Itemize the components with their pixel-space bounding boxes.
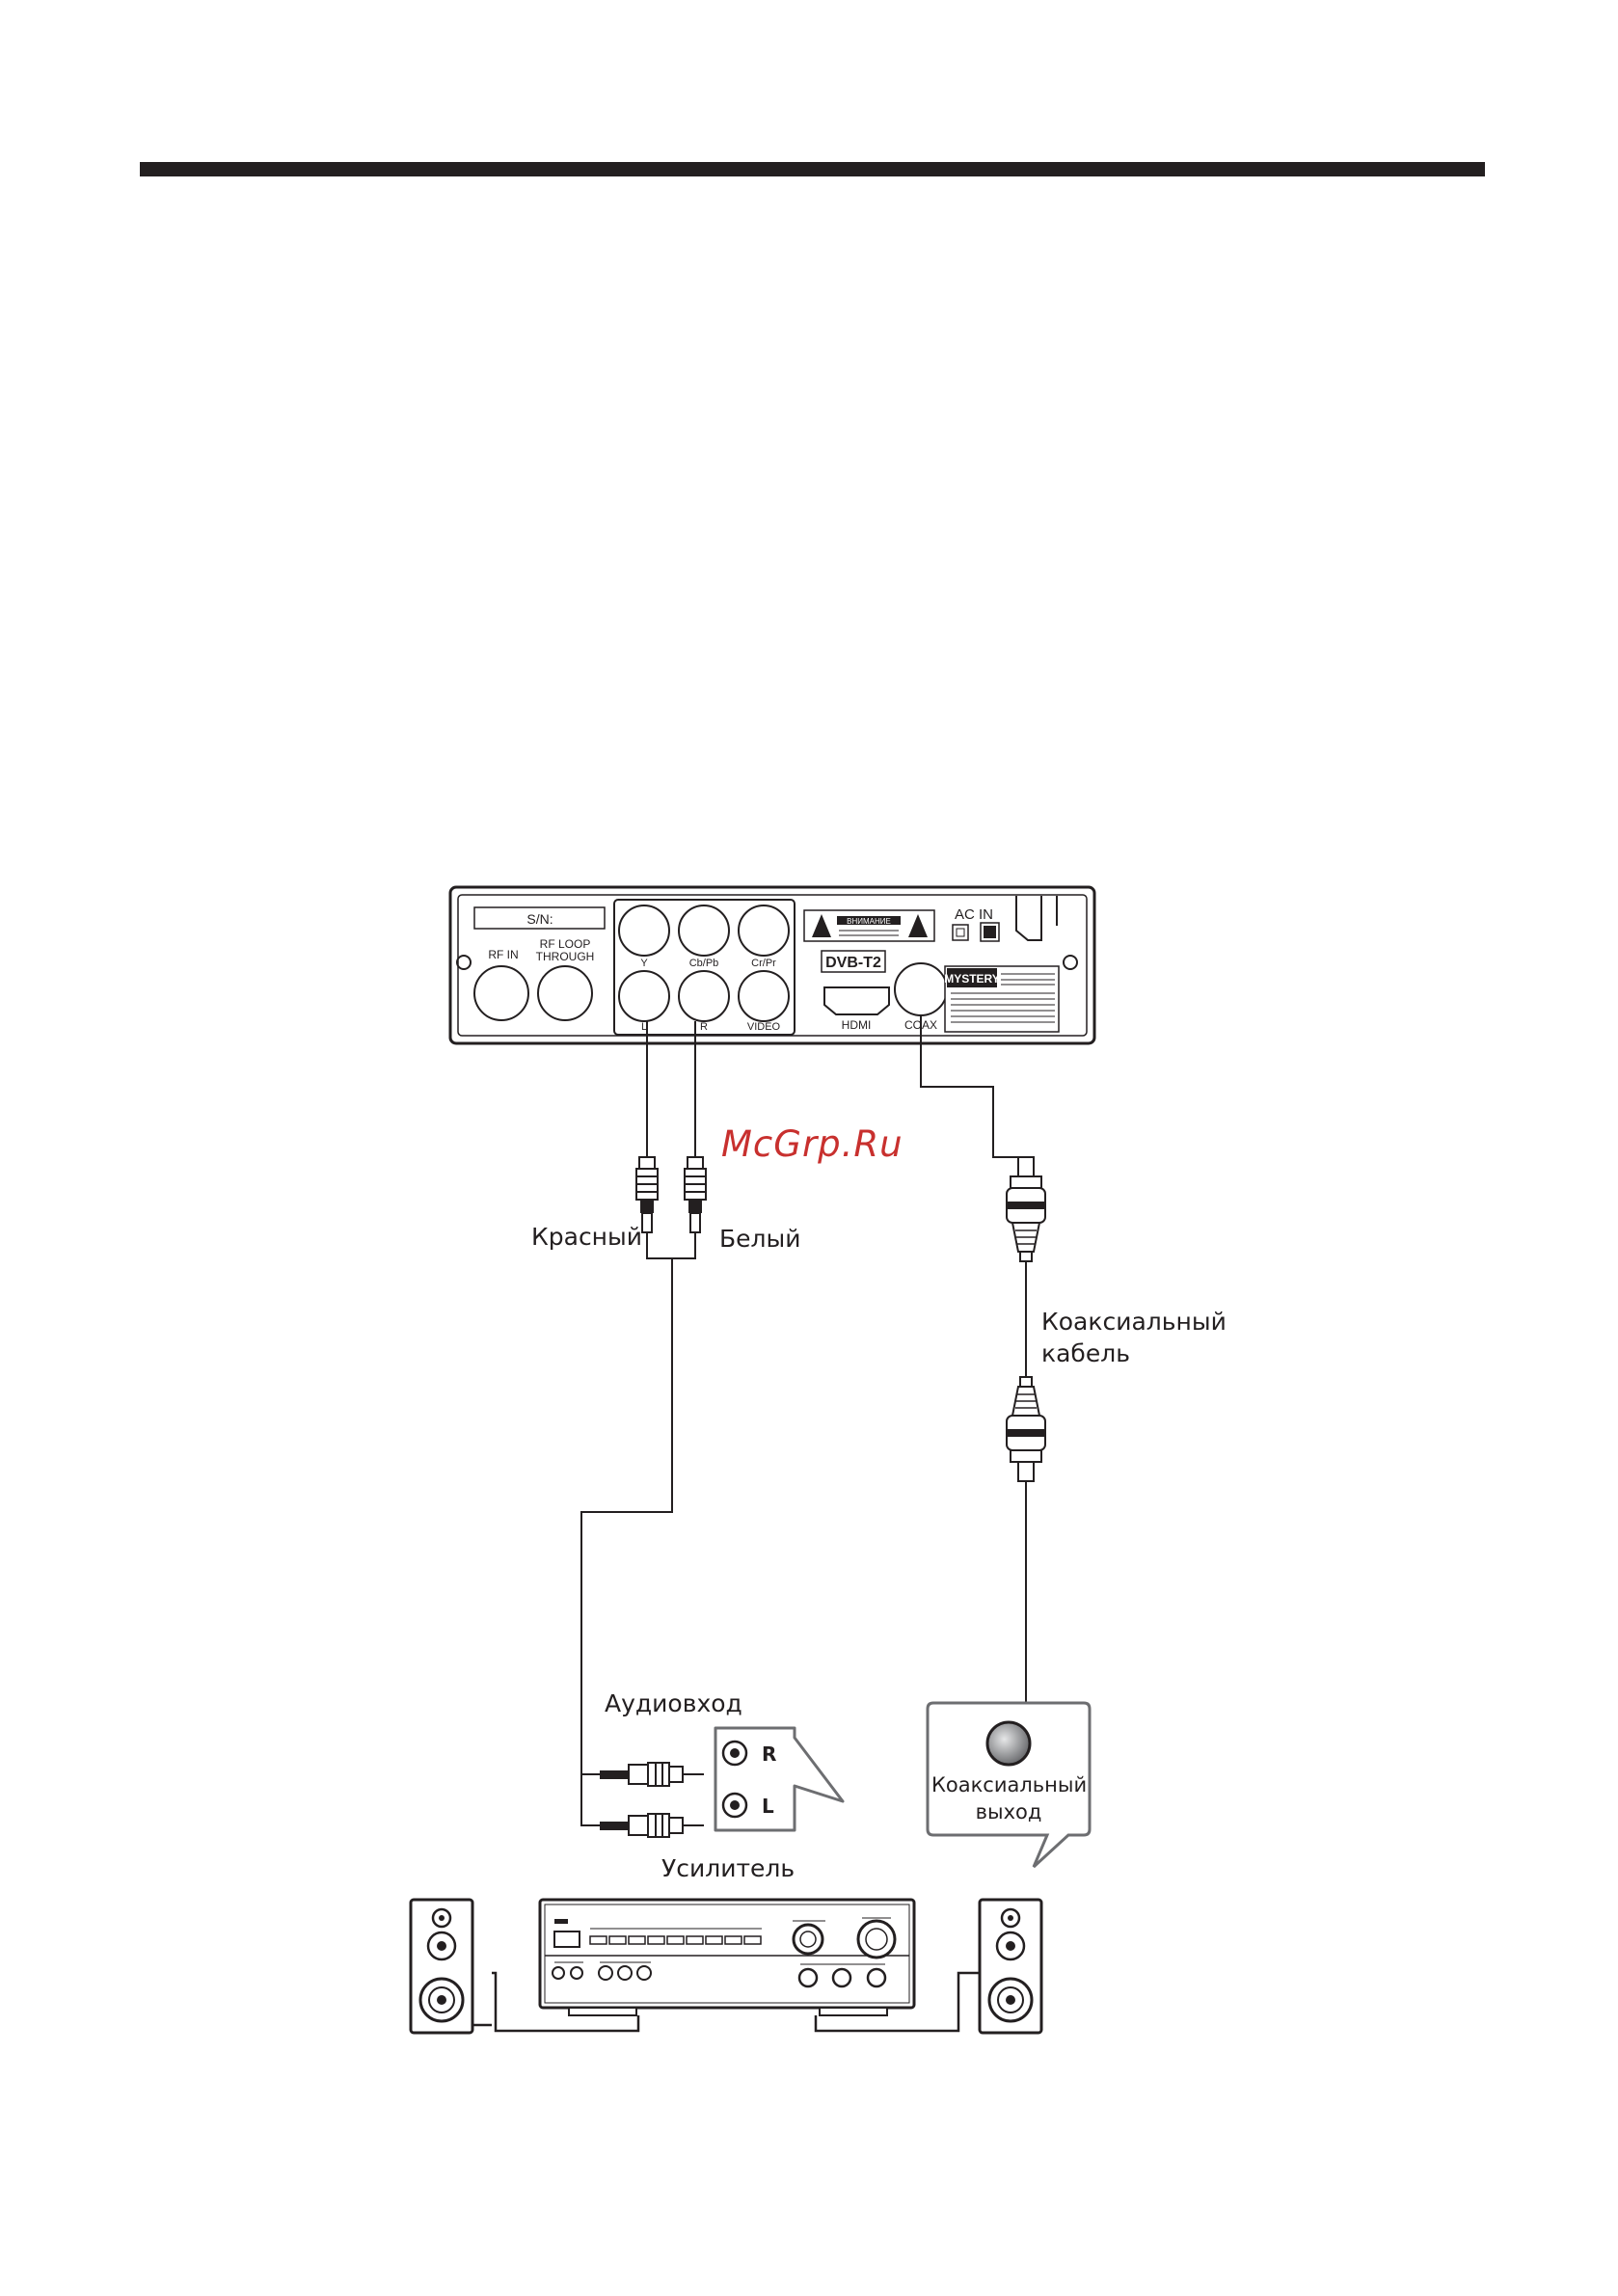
coax-cable-label-line1: Коаксиальный	[1041, 1307, 1227, 1337]
rca-plug-white	[685, 1157, 706, 1232]
red-plug-label: Красный	[531, 1222, 642, 1252]
coax-out-label-line2: выход	[931, 1799, 1086, 1824]
ac-in-text: AC IN	[955, 906, 993, 923]
y-text: Y	[640, 958, 648, 969]
rf-loop-text-2: THROUGH	[536, 950, 595, 963]
speaker-right	[980, 1900, 1041, 2033]
speaker-left	[411, 1900, 472, 2033]
cr-pr-text: Cr/Pr	[751, 958, 776, 969]
brand-text: MYSTERY	[944, 972, 1000, 986]
warning-text: ВНИМАНИЕ	[847, 917, 891, 926]
r-text: R	[700, 1021, 708, 1033]
white-plug-label: Белый	[719, 1224, 801, 1254]
hdmi-text: HDMI	[842, 1018, 872, 1032]
receiver-rear-panel: S/N: RF IN RF LOOP THROUGH Y Cb/Pb Cr/Pr…	[450, 887, 1094, 1043]
dvb-logo-text: DVB-T2	[825, 955, 881, 971]
audio-in-plug-r	[600, 1763, 704, 1786]
rf-in-text: RF IN	[488, 948, 518, 961]
cb-pb-text: Cb/Pb	[689, 958, 719, 969]
audio-cable-to-amplifier	[581, 1232, 695, 1825]
audio-in-label: Аудиовход	[605, 1688, 742, 1718]
amplifier-unit	[540, 1900, 914, 2015]
coax-plug-top	[1007, 1157, 1045, 1261]
audio-in-plug-l	[600, 1814, 704, 1837]
coax-plug-bottom	[1007, 1377, 1045, 1481]
coax-cable-label-line2: кабель	[1041, 1338, 1130, 1368]
audio-jack-r-label: R	[762, 1742, 776, 1766]
coax-out-label-line1: Коаксиальный	[931, 1772, 1086, 1797]
rf-loop-text-1: RF LOOP	[540, 937, 591, 951]
video-text: VIDEO	[747, 1021, 781, 1033]
audio-jack-l-label: L	[762, 1795, 774, 1818]
coax-out-jack	[987, 1722, 1030, 1765]
sn-text: S/N:	[526, 911, 553, 927]
watermark: McGrp.Ru	[721, 1123, 903, 1165]
amplifier-label: Усилитель	[661, 1853, 795, 1883]
